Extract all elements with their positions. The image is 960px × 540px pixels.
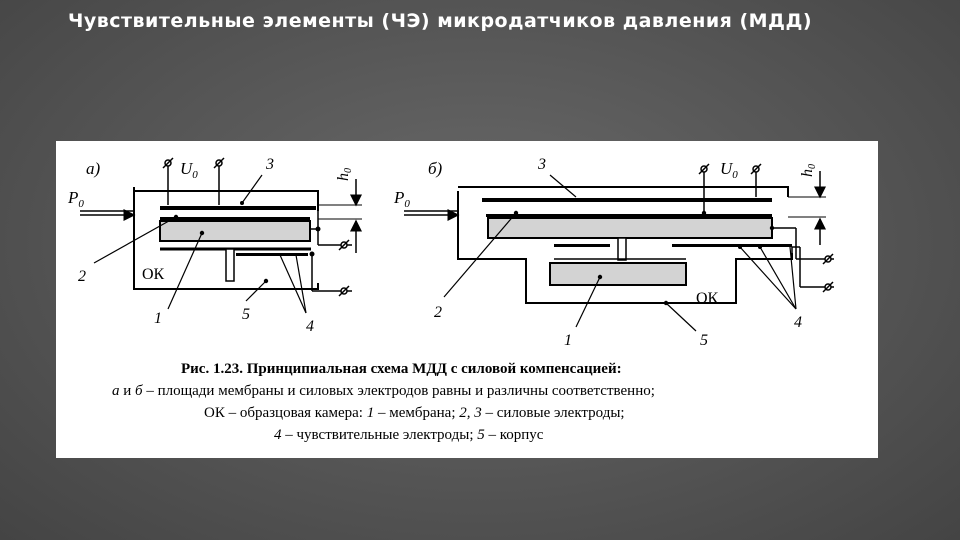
chamber-label-a: ОК <box>142 266 165 283</box>
caption-line-3: 4 – чувствительные электроды; 5 – корпус <box>274 427 544 443</box>
electrode-3-a <box>160 206 316 210</box>
housing-a <box>133 187 319 290</box>
membrane-b <box>487 217 773 239</box>
membrane-a <box>159 220 311 242</box>
chamber-label-b: ОК <box>696 290 719 307</box>
diagram-b: б) P0 <box>393 156 834 349</box>
num-4-a: 4 <box>306 318 314 335</box>
diagram-a: а) P0 U0 <box>67 156 362 335</box>
num-5-a: 5 <box>242 306 250 323</box>
pressure-label-b: P0 <box>393 188 410 210</box>
num-1-b: 1 <box>564 332 572 349</box>
housing-a-top <box>134 190 319 211</box>
lower-body-b <box>549 262 687 286</box>
num-3-a: 3 <box>265 156 274 173</box>
num-2-a: 2 <box>78 268 86 285</box>
mdd-schematic: а) P0 U0 <box>67 156 834 443</box>
electrode-2-a <box>160 217 310 220</box>
num-3-b: 3 <box>537 156 546 173</box>
housing-b <box>457 191 793 304</box>
caption-line-2: ОК – образцовая камера: 1 – мембрана; 2,… <box>204 405 625 421</box>
electrode-3-b <box>482 198 772 202</box>
num-4-b: 4 <box>794 314 802 331</box>
num-5-b: 5 <box>700 332 708 349</box>
electrode-4-b-left <box>554 244 610 247</box>
gap-label-a: h0 <box>335 168 354 181</box>
diagram-a-label: а) <box>86 159 101 178</box>
electrode-2-b <box>486 214 772 217</box>
diagram-b-label: б) <box>428 159 443 178</box>
caption-title: Рис. 1.23. Принципиальная схема МДД с си… <box>181 361 622 377</box>
caption-line-1: а и б – площади мембраны и силовых элект… <box>112 383 655 399</box>
housing-b-top <box>458 186 789 197</box>
slide-title: Чувствительные элементы (ЧЭ) микродатчик… <box>68 10 813 32</box>
figure-panel: а) P0 U0 <box>56 141 878 458</box>
voltage-label-a: U0 <box>180 159 198 181</box>
pressure-label-a: P0 <box>67 188 84 210</box>
electrode-4-b-right <box>672 244 792 247</box>
num-2-b: 2 <box>434 304 442 321</box>
electrode-4-a <box>236 253 308 256</box>
figure-caption: Рис. 1.23. Принципиальная схема МДД с си… <box>112 361 655 443</box>
gap-label-b: h0 <box>799 164 818 177</box>
num-1-a: 1 <box>154 310 162 327</box>
voltage-label-b: U0 <box>720 159 738 181</box>
